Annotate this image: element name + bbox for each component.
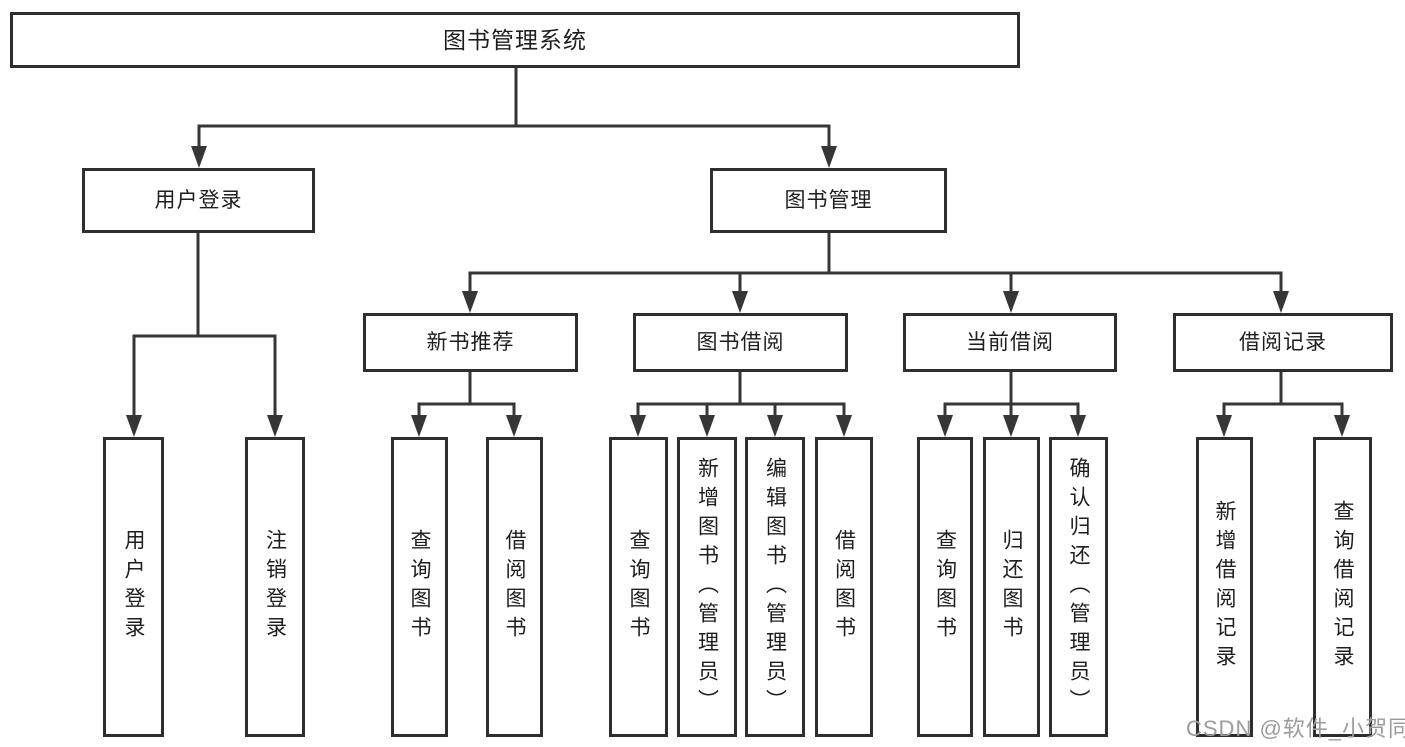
connector-root-to-level2 xyxy=(197,68,831,150)
arrow-down-icon xyxy=(1216,415,1232,437)
leaf-confirm-return-admin: 确认归还（管理员） xyxy=(1049,437,1108,737)
arrow-down-icon xyxy=(767,415,783,437)
arrow-down-icon xyxy=(1003,291,1019,313)
leaf-edit-book-admin: 编辑图书（管理员） xyxy=(745,437,805,737)
node-book-borrowing: 图书借阅 xyxy=(633,313,848,372)
leaf-add-book-admin: 新增图书（管理员） xyxy=(677,437,737,737)
leaf-borrow-book: 借阅图书 xyxy=(815,437,873,737)
connector-newbook-to-children xyxy=(417,372,516,419)
node-library-management-system: 图书管理系统 xyxy=(10,12,1020,68)
connector-bookmgmt-to-level3 xyxy=(468,233,1283,295)
connector-userlogin-to-children xyxy=(132,233,277,419)
arrow-down-icon xyxy=(411,415,427,437)
arrow-down-icon xyxy=(267,415,283,437)
arrow-down-icon xyxy=(1273,291,1289,313)
leaf-query-borrow-record: 查询借阅记录 xyxy=(1313,437,1372,737)
arrow-down-icon xyxy=(1070,415,1086,437)
leaf-return-book: 归还图书 xyxy=(983,437,1040,737)
leaf-query-book-borrow: 查询图书 xyxy=(609,437,668,737)
arrow-down-icon xyxy=(836,415,852,437)
arrow-down-icon xyxy=(1334,415,1350,437)
arrow-down-icon xyxy=(506,415,522,437)
node-user-login: 用户登录 xyxy=(82,168,315,233)
watermark: CSDN @软件_小贺同学 xyxy=(1186,716,1405,741)
arrow-down-icon xyxy=(821,146,837,168)
leaf-logout: 注销登录 xyxy=(245,437,305,737)
arrow-down-icon xyxy=(699,415,715,437)
arrow-down-icon xyxy=(630,415,646,437)
arrow-down-icon xyxy=(1003,415,1019,437)
node-current-borrowing: 当前借阅 xyxy=(903,313,1117,372)
leaf-borrow-book-recommend: 借阅图书 xyxy=(486,437,543,737)
node-new-book-recommendation: 新书推荐 xyxy=(363,313,578,372)
leaf-query-book-current: 查询图书 xyxy=(917,437,973,737)
node-borrowing-records: 借阅记录 xyxy=(1173,313,1393,372)
leaf-user-login: 用户登录 xyxy=(103,437,164,737)
arrow-down-icon xyxy=(732,291,748,313)
arrowheads xyxy=(126,146,1350,437)
arrow-down-icon xyxy=(126,415,142,437)
arrow-down-icon xyxy=(937,415,953,437)
leaf-query-book-recommend: 查询图书 xyxy=(391,437,448,737)
node-book-management: 图书管理 xyxy=(710,168,947,233)
leaf-add-borrow-record: 新增借阅记录 xyxy=(1196,437,1253,737)
connector-current-to-children xyxy=(943,372,1080,419)
arrow-down-icon xyxy=(462,291,478,313)
arrow-down-icon xyxy=(191,146,207,168)
connector-records-to-children xyxy=(1222,372,1344,419)
connector-borrow-to-children xyxy=(636,372,846,419)
